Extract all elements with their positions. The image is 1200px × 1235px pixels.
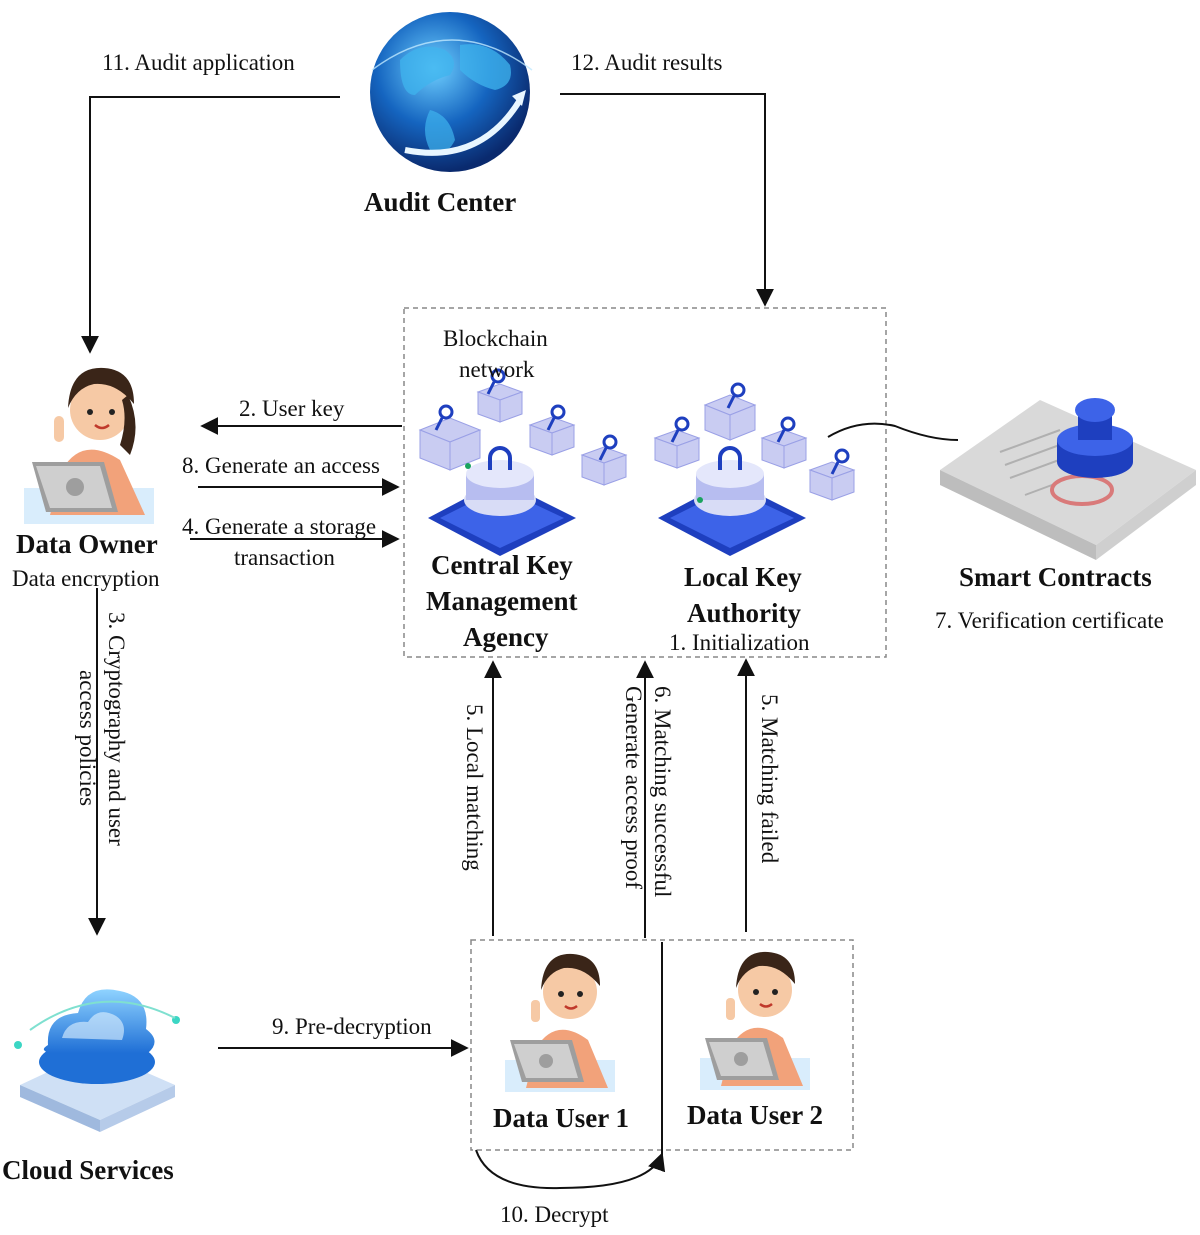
local-key-label-line2: Authority — [687, 598, 801, 628]
audit-results-label: 12. Audit results — [571, 50, 723, 75]
cryptography-label-line1: 3. Cryptography and user — [104, 612, 129, 846]
data-owner-person-icon — [24, 367, 154, 524]
local-matching-label: 5. Local matching — [459, 704, 488, 871]
audit-application-arrow — [81, 96, 340, 354]
local-key-label-line1: Local Key — [684, 562, 802, 592]
decrypt-arrow — [475, 1149, 666, 1190]
audit-application-label: 11. Audit application — [102, 50, 295, 75]
pre-decryption-label: 9. Pre-decryption — [272, 1014, 432, 1039]
central-key-label-line1: Central Key — [431, 550, 573, 580]
verification-certificate-label: 7. Verification certificate — [935, 608, 1164, 633]
blockchain-network-label-line1: Blockchain — [443, 326, 548, 351]
cloud-services-icon — [14, 989, 180, 1132]
smart-contract-stamp-icon — [940, 398, 1196, 560]
central-key-label-line3: Agency — [463, 622, 549, 652]
audit-center-label: Audit Center — [364, 187, 517, 217]
data-owner-subtitle: Data encryption — [12, 566, 160, 591]
smart-contract-link — [827, 422, 959, 441]
cloud-services-label: Cloud Services — [2, 1155, 174, 1185]
matching-failed-label: 5. Matching failed — [754, 694, 783, 863]
initialization-label: 1. Initialization — [669, 630, 810, 655]
data-user-1-label: Data User 1 — [493, 1103, 629, 1133]
data-user-2-label: Data User 2 — [687, 1100, 823, 1130]
matching-successful-label: 6. Matching successful Generate access p… — [619, 686, 677, 897]
cryptography-label-line2: access policies — [75, 670, 101, 807]
cryptography-label: 3. Cryptography and user access policies — [73, 612, 131, 846]
data-user-1-person-icon — [505, 953, 615, 1092]
blockchain-network-icon — [418, 368, 856, 556]
blockchain-network-box — [403, 307, 887, 658]
audit-results-arrow — [560, 93, 774, 307]
smart-contracts-label: Smart Contracts — [959, 562, 1152, 592]
globe-icon — [370, 12, 533, 172]
decrypt-label: 10. Decrypt — [500, 1202, 609, 1227]
data-owner-label: Data Owner — [16, 529, 158, 559]
matching-successful-label-line1: 6. Matching successful — [650, 686, 675, 898]
generate-access-label: 8. Generate an access — [182, 453, 380, 478]
user-key-label: 2. User key — [239, 396, 345, 421]
local-matching-label-text: 5. Local matching — [462, 704, 487, 871]
storage-transaction-label-line1: 4. Generate a storage — [182, 514, 377, 539]
data-user-2-person-icon — [700, 951, 810, 1090]
central-key-label-line2: Management — [426, 586, 578, 616]
storage-transaction-label-line2: transaction — [234, 545, 335, 570]
matching-failed-label-text: 5. Matching failed — [757, 694, 782, 864]
matching-successful-label-line2: Generate access proof — [621, 686, 647, 890]
blockchain-network-label-line2: network — [459, 357, 535, 382]
